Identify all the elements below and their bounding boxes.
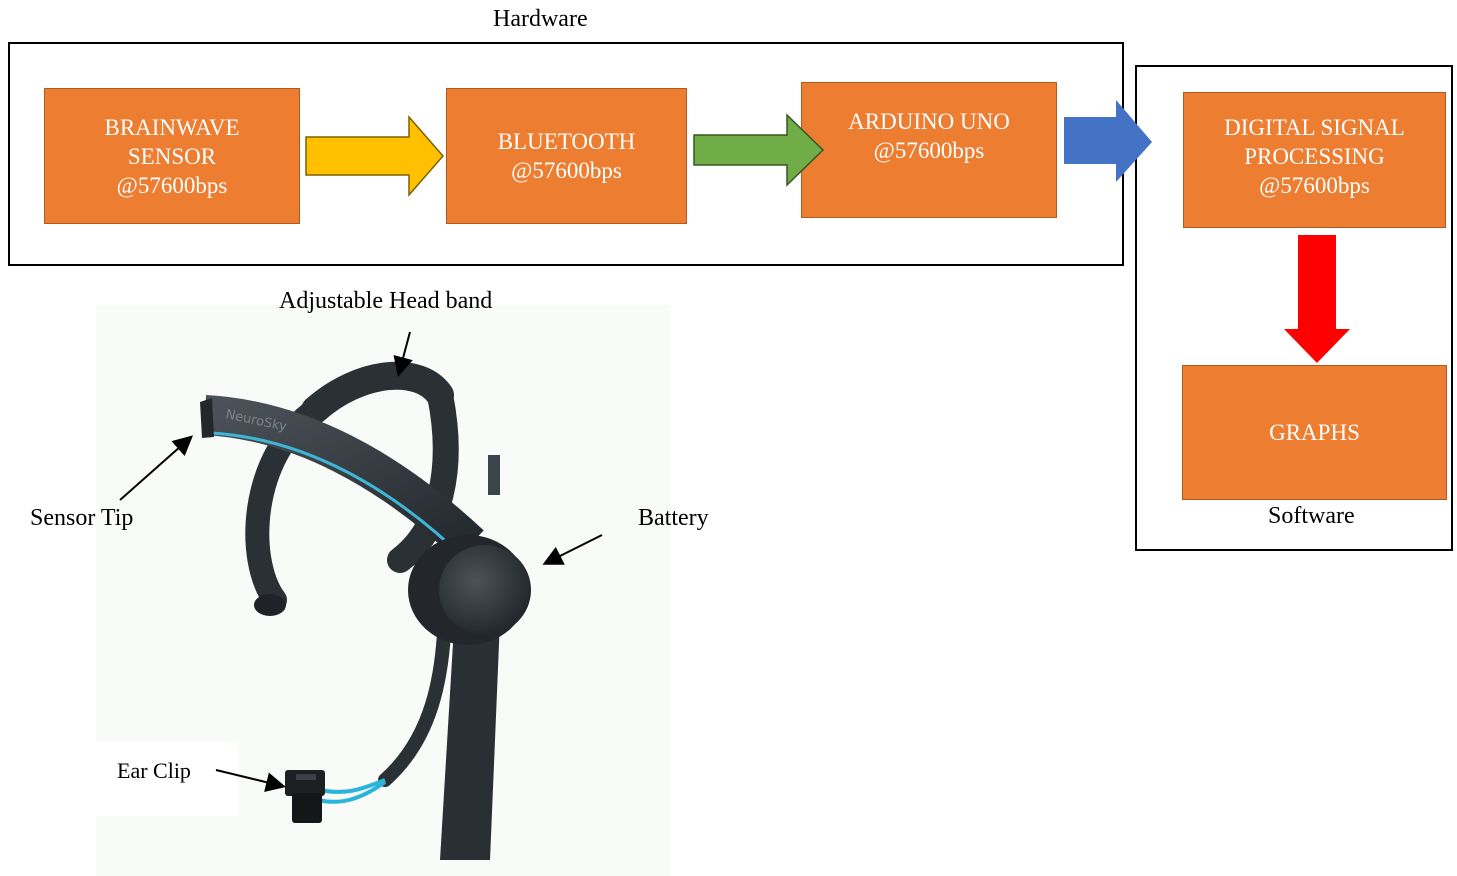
dsp-line1: DIGITAL SIGNAL [1224,114,1405,140]
software-title: Software [1268,503,1355,529]
arduino-uno-label: ARDUINO UNO [848,109,1010,134]
dsp-block: DIGITAL SIGNAL PROCESSING @57600bps [1183,92,1446,228]
head-band-label: Adjustable Head band [279,288,493,314]
brainwave-sensor-line1: BRAINWAVE [104,114,240,140]
brainwave-sensor-rate: @57600bps [116,172,228,198]
bluetooth-to-arduino-arrow [693,113,825,187]
graphs-label: GRAPHS [1269,420,1360,445]
graphs-block: GRAPHS [1182,365,1447,500]
ear-clip-label: Ear Clip [117,758,191,783]
dsp-to-graphs-arrow [1284,235,1350,363]
bluetooth-block: BLUETOOTH @57600bps [446,88,687,224]
software-group-box [1135,65,1453,551]
sensor-to-bluetooth-arrow [305,114,444,198]
bluetooth-rate: @57600bps [511,158,622,183]
battery-callout-arrow [542,534,603,565]
dsp-line2: PROCESSING [1244,143,1385,169]
dsp-rate: @57600bps [1259,172,1370,198]
arduino-uno-block: ARDUINO UNO @57600bps [801,82,1057,218]
battery-label: Battery [638,505,709,531]
sensor-tip-callout-arrow [119,435,193,501]
headset-photo: NeuroSky [96,305,671,876]
hardware-title: Hardware [493,6,588,32]
sensor-tip-label: Sensor Tip [30,505,134,531]
brainwave-sensor-line2: SENSOR [127,143,217,169]
arduino-uno-rate: @57600bps [873,138,985,163]
arduino-to-dsp-arrow [1064,100,1152,182]
ear-clip-callout-arrow [215,769,286,792]
head-band-callout-arrow [393,331,413,377]
brainwave-sensor-block: BRAINWAVE SENSOR @57600bps [44,88,300,224]
bluetooth-label: BLUETOOTH [497,129,636,154]
